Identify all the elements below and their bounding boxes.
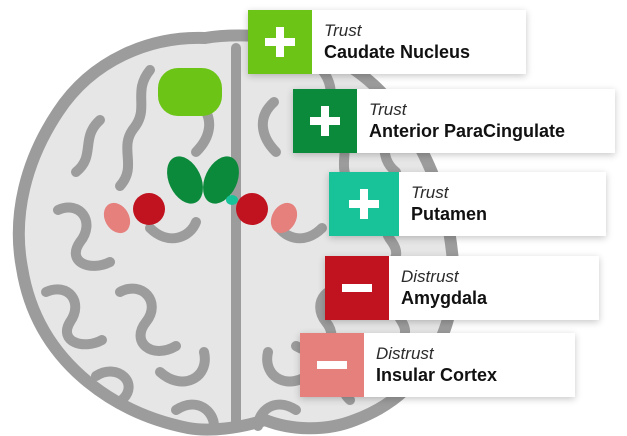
- plus-icon: [349, 189, 379, 219]
- plus-badge: [248, 10, 312, 74]
- card-region: Anterior ParaCingulate: [369, 120, 565, 143]
- plus-badge: [329, 172, 399, 236]
- minus-badge: [325, 256, 389, 320]
- plus-icon: [310, 106, 340, 136]
- card-category: Trust: [411, 183, 487, 203]
- card-category: Trust: [369, 100, 565, 120]
- legend-card-anterior-paracingulate: Trust Anterior ParaCingulate: [293, 89, 615, 153]
- minus-icon: [342, 273, 372, 303]
- legend-card-caudate-nucleus: Trust Caudate Nucleus: [248, 10, 526, 74]
- card-region: Putamen: [411, 203, 487, 226]
- legend-card-amygdala: Distrust Amygdala: [325, 256, 599, 320]
- card-category: Distrust: [401, 267, 487, 287]
- card-category: Distrust: [376, 344, 497, 364]
- minus-badge: [300, 333, 364, 397]
- legend-card-putamen: Trust Putamen: [329, 172, 606, 236]
- card-category: Trust: [324, 21, 470, 41]
- amygdala-right: [236, 193, 268, 225]
- plus-badge: [293, 89, 357, 153]
- putamen-region: [226, 195, 238, 205]
- card-region: Amygdala: [401, 287, 487, 310]
- caudate-nucleus-region: [158, 68, 222, 116]
- card-region: Caudate Nucleus: [324, 41, 470, 64]
- legend-card-insular-cortex: Distrust Insular Cortex: [300, 333, 575, 397]
- minus-icon: [317, 350, 347, 380]
- plus-icon: [265, 27, 295, 57]
- amygdala-left: [133, 193, 165, 225]
- card-region: Insular Cortex: [376, 364, 497, 387]
